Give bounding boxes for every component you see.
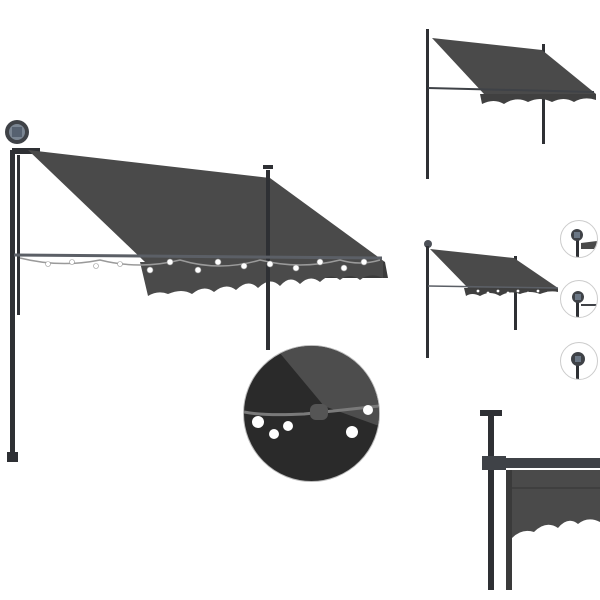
thumbnail-awning-with-lights bbox=[418, 234, 564, 364]
solar-panel-detail-2 bbox=[560, 280, 598, 318]
pole-bracket-detail bbox=[470, 400, 600, 596]
solar-panel-detail-1 bbox=[560, 220, 598, 258]
thumbnail-awning-no-lights bbox=[418, 24, 600, 184]
zoom-led-detail bbox=[243, 345, 380, 482]
main-product-image bbox=[0, 110, 400, 470]
solar-panel-detail-3 bbox=[560, 342, 598, 380]
